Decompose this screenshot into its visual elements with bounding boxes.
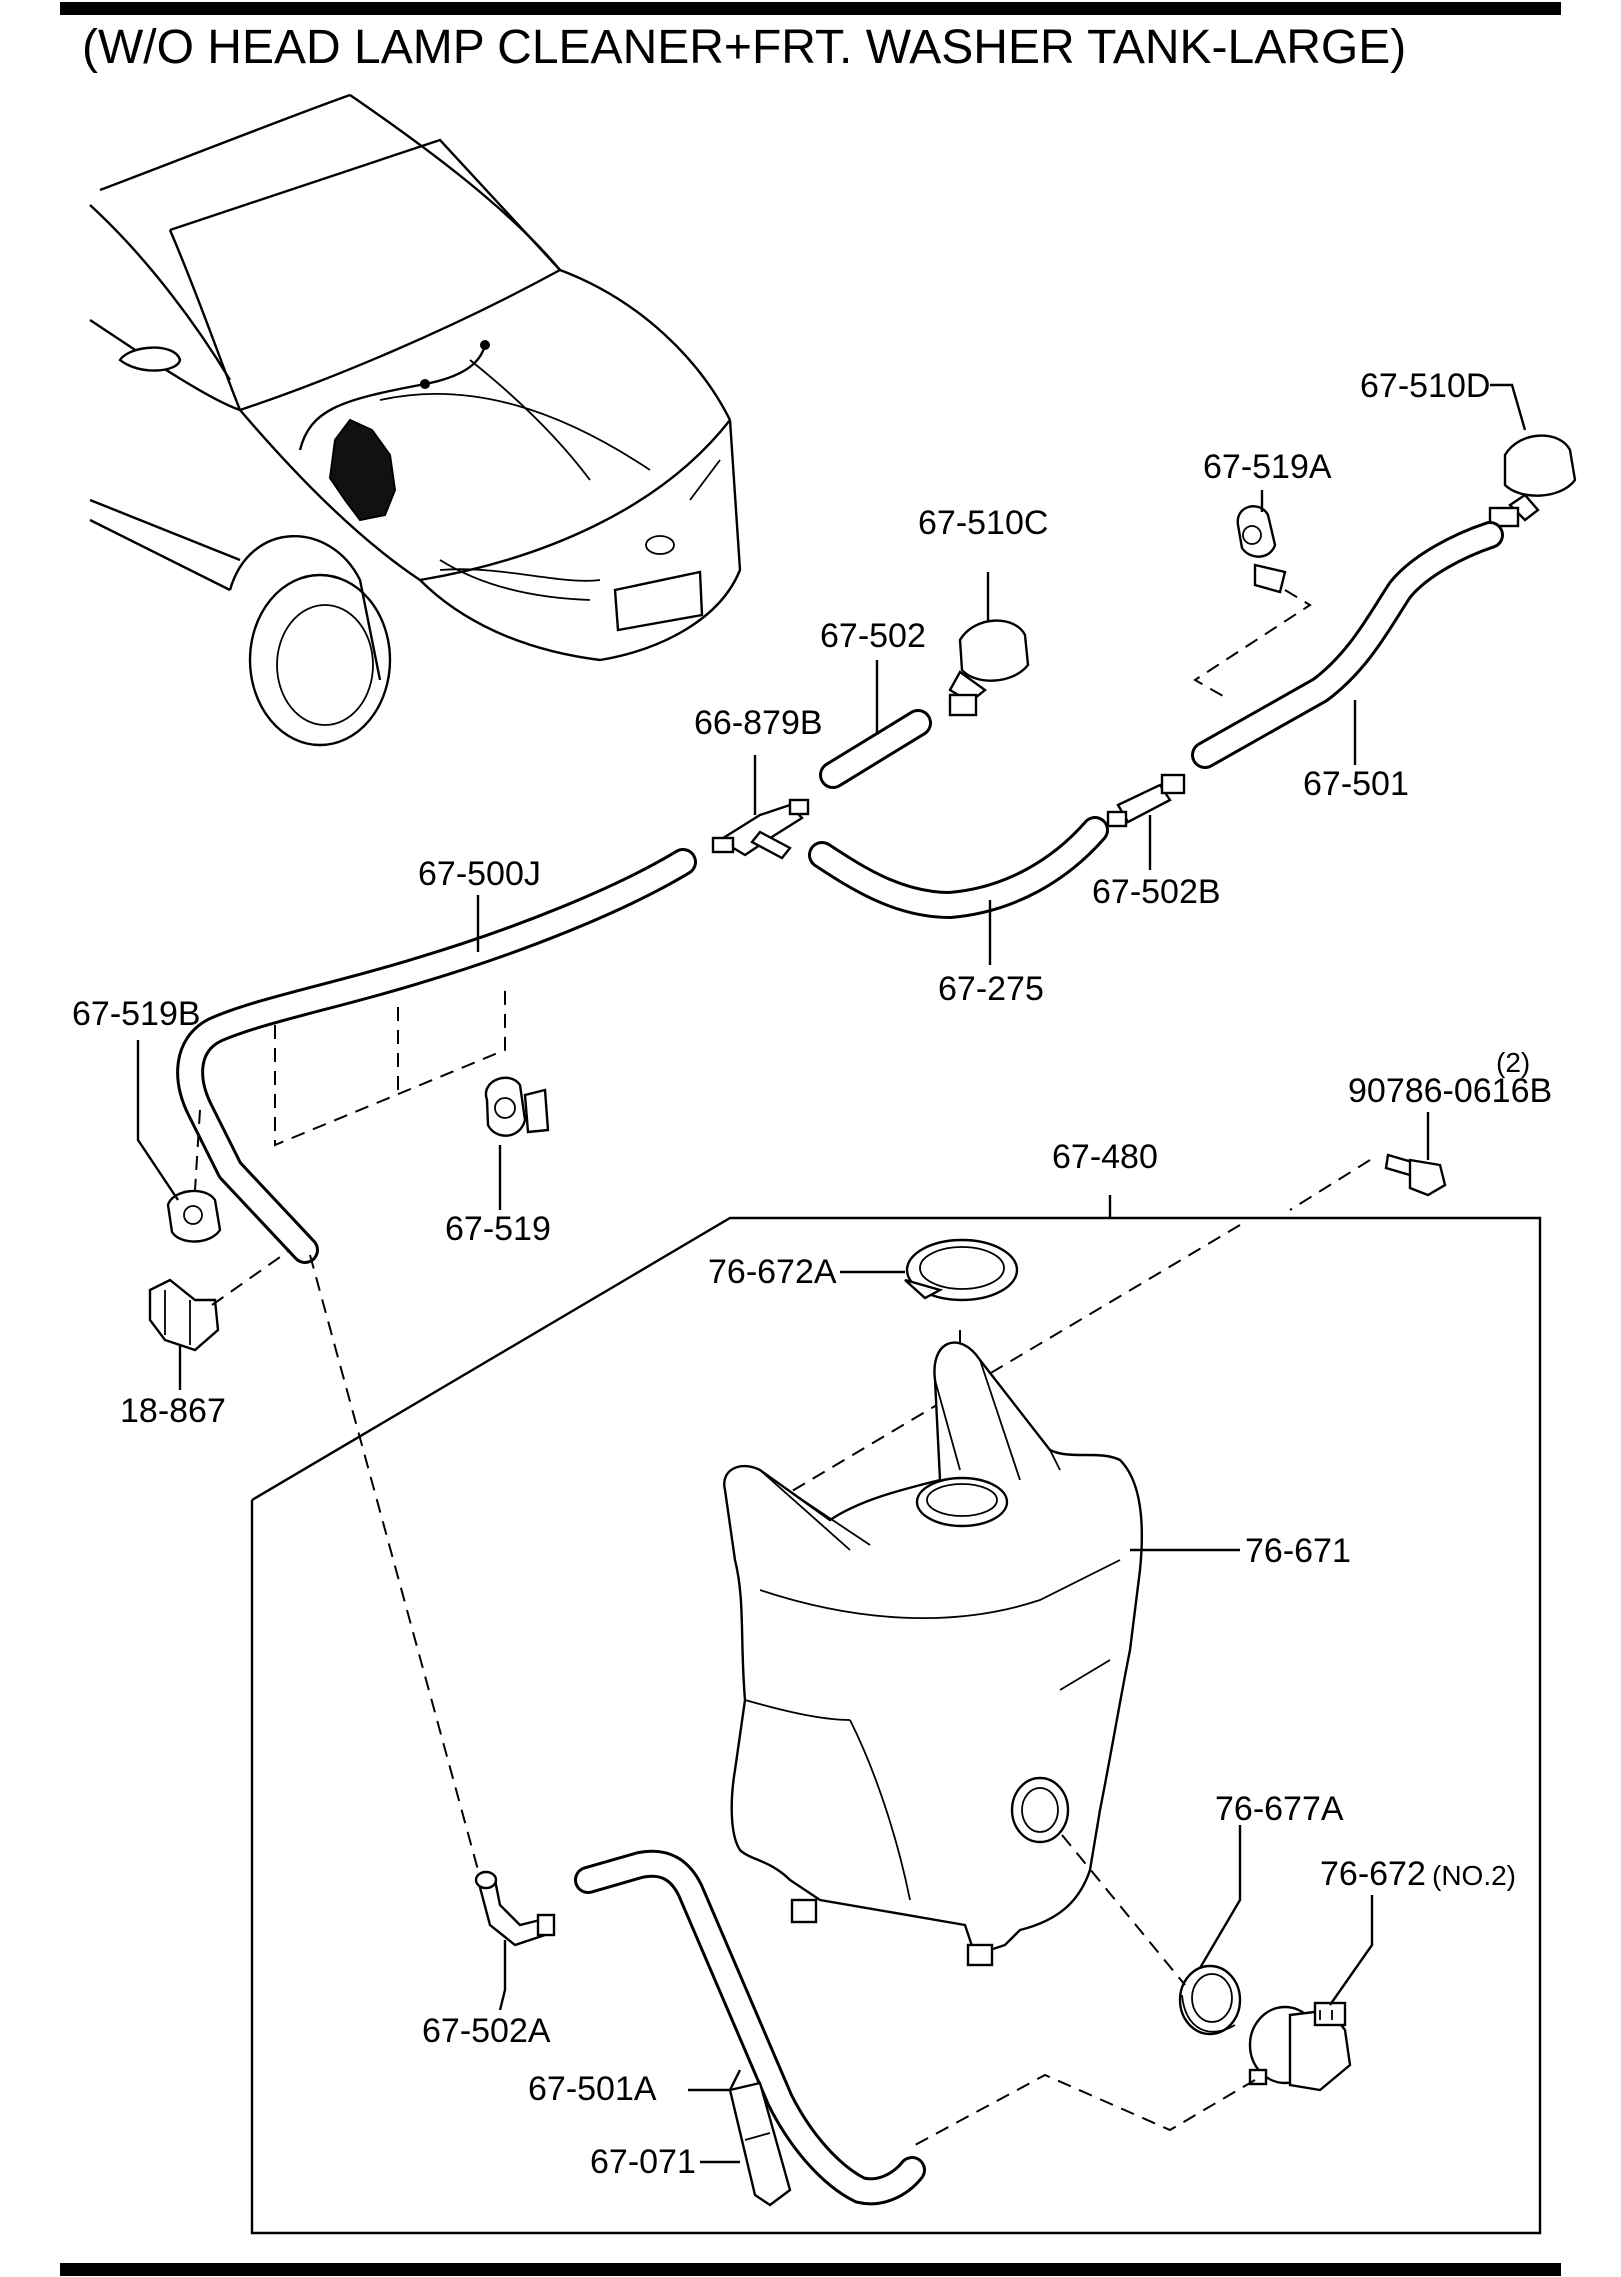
relation-519B	[194, 1109, 201, 1191]
clip-18-867	[148, 1278, 220, 1352]
label-67-510C: 67-510C	[918, 504, 1048, 542]
label-76-677A: 76-677A	[1215, 1790, 1344, 1828]
leader-76-672	[1329, 1895, 1374, 2006]
leader-76-677A	[1198, 1825, 1242, 1969]
label-90786-0616B: 90786-0616B	[1348, 1072, 1552, 1110]
label-67-519A: 67-519A	[1203, 448, 1332, 486]
label-qty: (2)	[1496, 1047, 1530, 1078]
hose-67-501A	[574, 1849, 926, 2206]
label-67-502B: 67-502B	[1092, 873, 1221, 911]
washer-pump-76-672	[1248, 2001, 1352, 2092]
hose-67-275	[808, 816, 1109, 919]
label-76-672: 76-672	[1320, 1855, 1426, 1893]
label-67-502: 67-502	[820, 617, 926, 655]
bottom-rule	[60, 2263, 1561, 2276]
diagram-title: (W/O HEAD LAMP CLEANER+FRT. WASHER TANK-…	[82, 21, 1407, 74]
relation-grommet	[1061, 1834, 1186, 1986]
label-67-071: 67-071	[590, 2143, 696, 2181]
top-rule	[60, 2, 1561, 15]
label-67-519: 67-519	[445, 1210, 551, 1248]
label-67-500J: 67-500J	[418, 855, 541, 893]
hose-67-502	[819, 709, 932, 789]
clip-67-519	[484, 1076, 550, 1137]
joint-66-879B	[711, 798, 810, 860]
leader-67-501A	[688, 2069, 742, 2092]
label-66-879B: 66-879B	[694, 704, 823, 742]
relation-bolt	[1289, 1159, 1371, 1211]
connector-67-502B	[1106, 773, 1186, 828]
hose-67-501	[1191, 521, 1504, 769]
washer-tank-76-671	[723, 1341, 1143, 1967]
relation-519A	[1193, 589, 1312, 701]
relation-bolt-2	[759, 1224, 1241, 1511]
relation-67-519	[274, 985, 506, 1147]
label-18-867: 18-867	[120, 1392, 226, 1430]
elbow-67-502A	[474, 1870, 556, 1947]
assembly-box-67-480	[250, 1216, 1542, 2235]
relation-18-867	[211, 1249, 291, 1306]
label-67-275: 67-275	[938, 970, 1044, 1008]
relation-pump	[914, 2073, 1256, 2146]
leader-67-519B	[136, 1040, 179, 1201]
leader-67-502A	[498, 1940, 507, 2011]
relation-long	[309, 1254, 479, 1871]
label-no2: (NO.2)	[1432, 1860, 1516, 1891]
label-67-501A: 67-501A	[528, 2070, 657, 2108]
label-67-502A: 67-502A	[422, 2012, 551, 2050]
grommet-76-677A	[1178, 1964, 1242, 2036]
washer-nozzle-67-510C	[948, 619, 1030, 717]
bolt-90786-0616B	[1384, 1153, 1447, 1197]
label-67-501: 67-501	[1303, 765, 1409, 803]
clip-67-519A	[1236, 505, 1287, 594]
clip-67-519B	[166, 1189, 222, 1243]
label-67-510D: 67-510D	[1360, 367, 1490, 405]
hose-67-500J	[176, 848, 697, 1264]
bracket-67-071	[728, 2081, 792, 2207]
label-67-480: 67-480	[1052, 1138, 1158, 1176]
cap-76-672A	[904, 1238, 1019, 1302]
label-76-672A: 76-672A	[708, 1253, 837, 1291]
leader-67-510D	[1490, 383, 1527, 431]
vehicle-location-illustration	[89, 93, 742, 747]
label-67-519B: 67-519B	[72, 995, 201, 1033]
label-76-671: 76-671	[1245, 1532, 1351, 1570]
washer-nozzle-67-510D	[1488, 434, 1577, 528]
